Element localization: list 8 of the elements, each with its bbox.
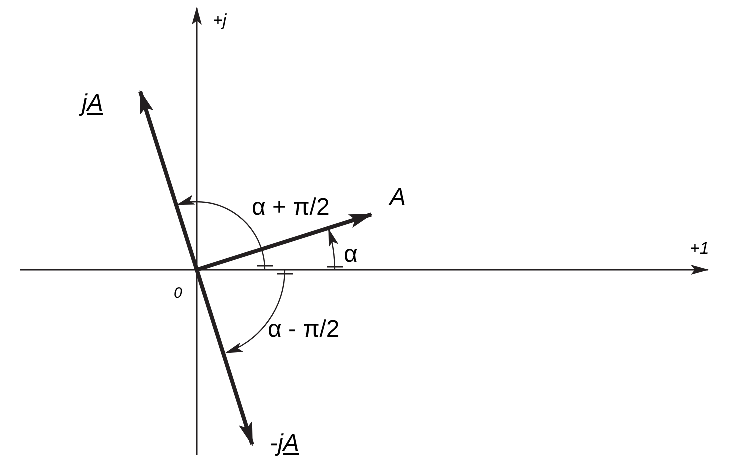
- vector-label: A: [390, 186, 406, 210]
- vector-label: +1: [690, 240, 710, 257]
- vector-label: α: [344, 243, 358, 267]
- vector-label: α + π/2: [252, 196, 330, 220]
- vector-label: 0: [174, 286, 182, 301]
- vector-label: +j: [213, 12, 227, 29]
- vector-label: α - π/2: [268, 318, 340, 342]
- vector-label: -jA: [270, 432, 300, 456]
